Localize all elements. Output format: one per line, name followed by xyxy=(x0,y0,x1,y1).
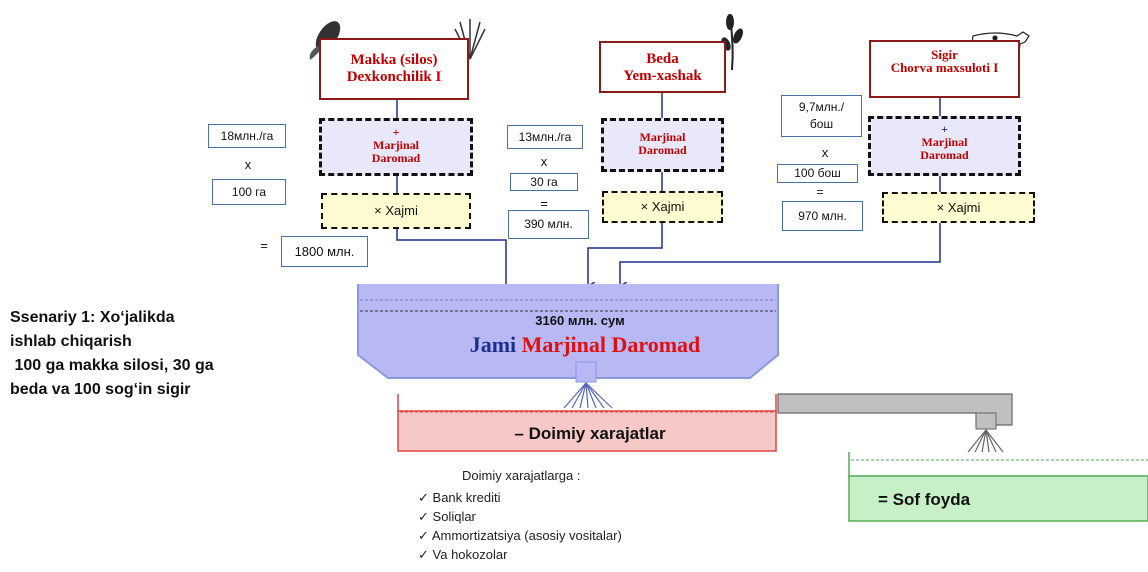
scenario-line: 100 ga makka silosi, 30 ga xyxy=(10,357,214,374)
crop-subtitle: Chorva maxsuloti I xyxy=(890,60,999,75)
scenario-line: ishlab chiqarish xyxy=(10,333,132,350)
marginal-label: Daromad xyxy=(371,151,421,165)
rate-value: 9,7млн./ бош xyxy=(781,95,862,137)
rye-icon xyxy=(721,14,744,71)
marginal-box-alfalfa: Marjinal Daromad xyxy=(601,118,724,172)
crop-header-corn: Makka (silos) Dexkonchilik I xyxy=(319,38,469,100)
plus-sign: + xyxy=(941,122,948,136)
tank-nozzle xyxy=(575,361,597,383)
crop-subtitle: Dexkonchilik I xyxy=(346,69,442,85)
scenario-line: beda va 100 sog‘in sigir xyxy=(10,381,191,398)
arrow-1 xyxy=(396,229,506,288)
total-label-part1: Jami xyxy=(469,332,522,357)
volume-box-alfalfa: × Xajmi xyxy=(602,191,723,223)
quantity-value: 100 га xyxy=(212,179,286,205)
rate-value: 18млн./га xyxy=(208,124,286,148)
volume-box-corn: × Xajmi xyxy=(321,193,471,229)
multiply-sign: x xyxy=(821,145,829,160)
equals-sign: = xyxy=(540,196,548,211)
list-item: ✓ Soliqlar xyxy=(418,509,476,524)
fixed-costs-label: – Doimiy xarajatlar xyxy=(514,424,666,443)
net-profit-label: = Sof foyda xyxy=(878,490,971,509)
marginal-label: Daromad xyxy=(920,148,969,162)
result-value: 970 млн. xyxy=(782,201,863,231)
result-value: 1800 млн. xyxy=(281,236,368,267)
tank-shape xyxy=(357,284,779,379)
crop-subtitle: Yem-xashak xyxy=(623,68,702,84)
multiply-sign: x xyxy=(540,154,548,169)
marginal-label: Marjinal xyxy=(921,135,968,149)
crop-title: Sigir xyxy=(931,47,958,62)
check-icon: ✓ xyxy=(418,490,429,505)
spray-1 xyxy=(563,382,613,409)
marginal-box-cow: + Marjinal Daromad xyxy=(868,116,1021,176)
arrow-3 xyxy=(620,223,941,286)
scenario-line: Ssenariy 1: Xo‘jalikda xyxy=(10,309,175,326)
quantity-value: 30 га xyxy=(510,173,578,191)
rate-value: 13млн./га xyxy=(507,125,583,149)
total-label: Jami Marjinal Daromad xyxy=(420,332,750,358)
scenario-text: Ssenariy 1: Xo‘jalikda ishlab chiqarish … xyxy=(10,306,290,402)
equals-sign: = xyxy=(260,238,268,253)
multiply-sign: x xyxy=(244,157,252,172)
check-icon: ✓ xyxy=(418,547,429,562)
fixed-list: ✓ Bank krediti ✓ Soliqlar ✓ Ammortizatsi… xyxy=(418,488,622,564)
list-item: ✓ Bank krediti xyxy=(418,490,501,505)
quantity-value: 100 бош xyxy=(777,164,858,183)
result-value: 390 млн. xyxy=(508,210,589,239)
crop-title: Beda xyxy=(646,51,679,67)
total-amount: 3160 млн. сум xyxy=(535,313,625,328)
check-icon: ✓ xyxy=(418,528,429,543)
list-item: ✓ Va hokozolar xyxy=(418,547,508,562)
crop-header-cow: Sigir Chorva maxsuloti I xyxy=(869,40,1020,98)
spray-2 xyxy=(967,429,1004,453)
list-item: ✓ Ammortizatsiya (asosiy vositalar) xyxy=(418,528,622,543)
crop-header-alfalfa: Beda Yem-xashak xyxy=(599,41,726,93)
marginal-box-corn: + Marjinal Daromad xyxy=(319,118,473,176)
equals-sign: = xyxy=(816,185,824,199)
plus-sign: + xyxy=(392,125,400,139)
volume-box-cow: × Xajmi xyxy=(882,192,1035,223)
marginal-label: Marjinal xyxy=(373,138,419,152)
arrow-2 xyxy=(588,223,663,286)
total-label-part2: Marjinal Daromad xyxy=(521,332,701,357)
marginal-label: Marjinal xyxy=(639,130,686,144)
marginal-label: Daromad xyxy=(638,143,687,157)
fixed-box xyxy=(397,410,777,452)
crop-title: Makka (silos) xyxy=(350,52,438,68)
check-icon: ✓ xyxy=(418,509,429,524)
fixed-list-title: Doimiy xarajatlarga : xyxy=(462,468,581,483)
